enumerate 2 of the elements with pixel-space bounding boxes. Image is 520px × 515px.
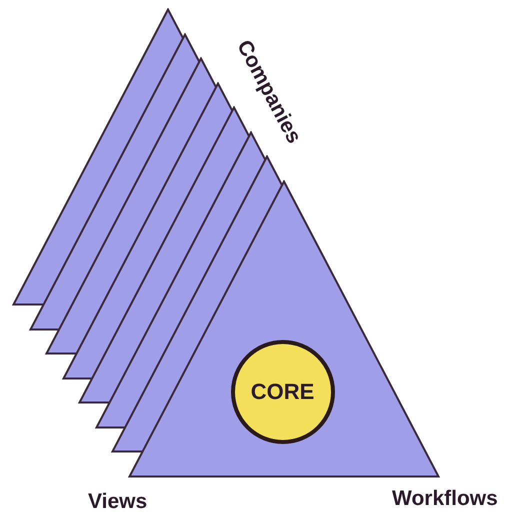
axis-label: Views (88, 490, 148, 514)
axis-label: Workflows (392, 487, 498, 511)
